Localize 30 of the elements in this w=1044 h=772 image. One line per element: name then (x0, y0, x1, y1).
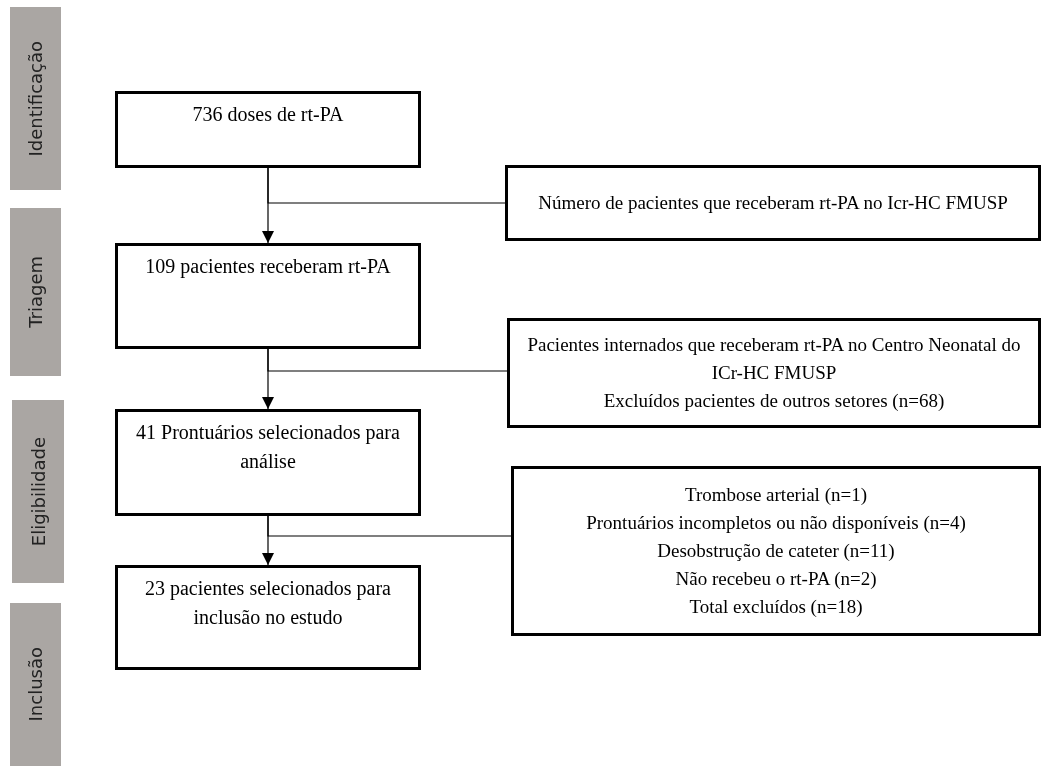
stage-text: Inclusão (25, 647, 46, 722)
box-text: 41 Prontuários selecionados para análise (135, 420, 401, 474)
process-box (115, 91, 421, 168)
stage-label (10, 7, 61, 190)
box-text: Não recebeu o rt-PA (n=2) (675, 567, 877, 591)
exclusion-box (507, 318, 1041, 428)
box-text: 23 pacientes selecionados para inclusão no estudo (144, 576, 392, 630)
box-text: Desobstrução de cateter (n=11) (657, 539, 895, 563)
box-text: 736 doses de rt-PA (191, 102, 345, 127)
box-text: 109 pacientes receberam rt-PA (144, 254, 392, 280)
box-text: Número de pacientes que receberam rt-PA no Icr-HC FMUSP (538, 191, 1008, 215)
process-box (115, 565, 421, 670)
box-text: Prontuários incompletos ou não disponíveis (n=4) (586, 511, 966, 535)
stage-label (10, 603, 61, 766)
box-text: Trombose arterial (n=1) (685, 483, 867, 507)
stage-text: Eligibilidade (27, 436, 49, 547)
process-box (115, 409, 421, 516)
exclusion-box (511, 466, 1041, 636)
stage-label (12, 400, 64, 583)
stage-label (10, 208, 61, 376)
connector-line (267, 515, 512, 537)
connector-line (267, 348, 508, 372)
stage-text: Identificação (25, 40, 46, 157)
connector-line (267, 167, 506, 204)
box-text: Total excluídos (n=18) (689, 595, 863, 619)
box-text: Excluídos pacientes de outros setores (n=68) (603, 389, 945, 413)
box-text: Pacientes internados que receberam rt-PA no Centro Neonatal do ICr-HC FMUSP (526, 333, 1022, 385)
exclusion-box (505, 165, 1041, 241)
stage-text: Triagem (25, 256, 46, 328)
process-box (115, 243, 421, 349)
